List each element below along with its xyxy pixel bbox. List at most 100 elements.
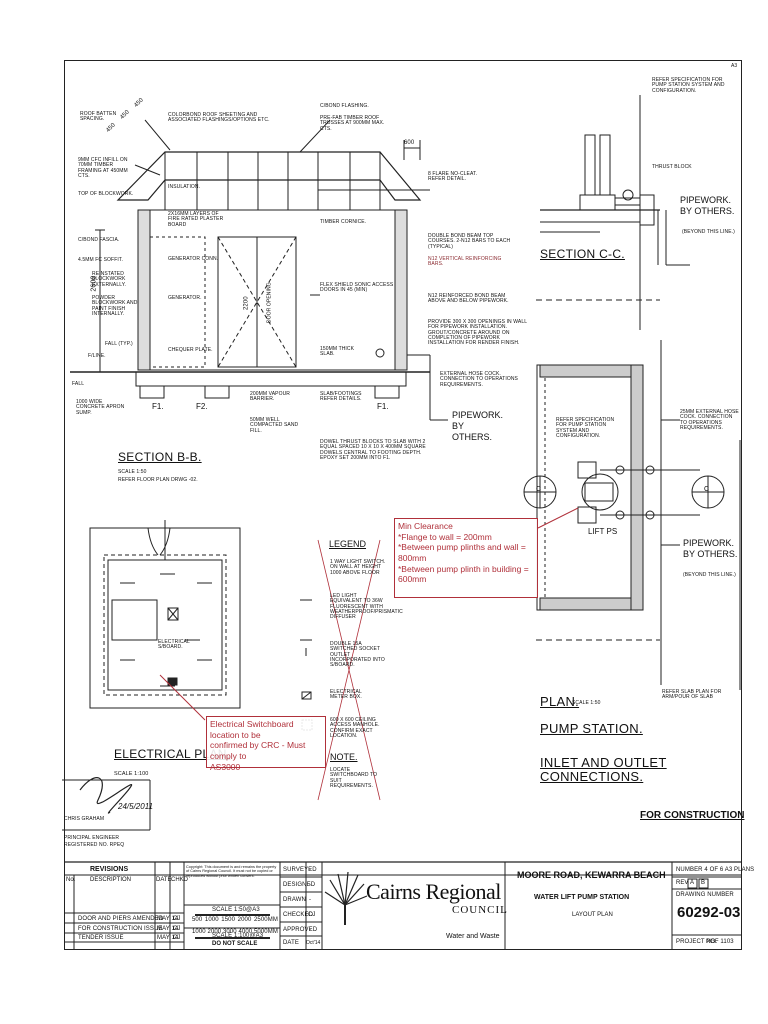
- approval-date: DATE: [283, 940, 299, 946]
- label-roof-sheeting: COLORBOND ROOF SHEETING AND ASSOCIATED F…: [168, 112, 270, 124]
- dowel-note: DOWEL THRUST BLOCKS TO SLAB WITH 2 EQUAL…: [320, 439, 426, 461]
- rev-2-date: MAY 14: [157, 926, 179, 932]
- electrical-plan-title: ELECTRICAL PLAN.: [114, 747, 231, 761]
- scale-ticks-bottom: 1000 2000 3000 4000 5000mm: [192, 929, 278, 937]
- project-sub: WATER LIFT PUMP STATION: [534, 894, 630, 901]
- legend-item-switch: 1 WAY LIGHT SWITCH. ON WALL AT HEIGHT 10…: [330, 559, 386, 576]
- scale-tick: 5000mm: [254, 929, 278, 935]
- label-generator-conn: GENERATOR CONN.: [168, 256, 219, 262]
- section-marker-right: C: [704, 486, 710, 493]
- legend-item-meter: ELECTRICAL METER BOX.: [330, 689, 362, 701]
- label-top-blockwork: TOP OF BLOCKWORK.: [78, 191, 134, 197]
- approval-drawn: DRAWN: [283, 897, 306, 903]
- approval-value-surveyed: -: [309, 867, 311, 873]
- dim-600: 600: [404, 140, 415, 146]
- label-insulation: INSULATION.: [168, 184, 201, 190]
- plan-subtitle-1: PUMP STATION.: [540, 721, 643, 736]
- footing-f1-right: F1.: [377, 402, 389, 411]
- label-powder: POWDER BLOCKWORK AND PAINT FINISH INTERN…: [92, 295, 138, 317]
- switchboard-line-2: confirmed by CRC - Must comply to: [210, 740, 306, 761]
- council-sub: COUNCIL: [452, 904, 508, 916]
- approval-value-drawn: -: [309, 897, 311, 903]
- legend-item-socket: DOUBLE 15A SWITCHED SOCKET OUTLET INCORP…: [330, 641, 385, 668]
- label-slab-footings: SLAB/FOOTINGS REFER DETAILS.: [320, 391, 362, 403]
- clearance-line-1: Min Clearance: [398, 521, 453, 531]
- label-reinforced-beam: N12 REINFORCED BOND BEAM ABOVE AND BELOW…: [428, 293, 509, 305]
- label-fall-typ: FALL (TYP.): [105, 341, 133, 347]
- scale-ticks-top: 500 1000 1500 2000 2500mm: [192, 917, 278, 925]
- section-marker-left: C: [536, 486, 542, 493]
- signature-reg: REGISTERED NO. RPEQ: [64, 842, 125, 848]
- rev-1-chkd: CJ: [173, 916, 181, 922]
- scale-tick: 2000: [207, 929, 222, 935]
- scale-original: SCALE 1:50@A3: [212, 907, 260, 913]
- legend-item-light: LED LIGHT EQUIVALENT TO 36w FLUORESCENT …: [330, 593, 403, 620]
- label-fline: F/LINE.: [88, 353, 106, 359]
- dim-2200: 2200: [243, 296, 250, 311]
- approval-value-designed: -: [309, 882, 311, 888]
- legend-item-manhole: 600 X 600 CEILING ACCESS MANHOLE. CONFIR…: [330, 717, 380, 739]
- label-chequer: CHEQUER PLATE.: [168, 347, 213, 353]
- rev-header-date: DATE: [156, 877, 172, 883]
- rev-letter-a: A: [690, 880, 695, 886]
- label-soffit: 4.5mm FC SOFFIT.: [78, 257, 123, 263]
- label-bond-beam: DOUBLE BOND BEAM TOP COURSES. 2-N12 BARS…: [428, 233, 511, 250]
- scale-tick: 1000: [192, 929, 206, 935]
- label-flashing: C/BOND FLASHING.: [320, 103, 369, 109]
- project-no: PGF 1103: [706, 939, 734, 945]
- scale-tick: 2500mm: [254, 917, 278, 923]
- label-hose-cock: EXTERNAL HOSE COCK. CONNECTION TO OPERAT…: [440, 371, 518, 388]
- note-text: LOCATE SWITCHBOARD TO SUIT REQUIREMENTS.: [330, 767, 378, 789]
- rev-label: REV: [676, 880, 689, 886]
- clearance-line-4: *Between pump plinth in building = 600mm: [398, 563, 529, 585]
- scale-tick: 1500: [221, 917, 236, 923]
- rev-letter-b: B: [701, 880, 706, 886]
- label-cfc-infill: 9mm CFC INFILL ON 70mm TIMBER FRAMING AT…: [78, 157, 128, 179]
- label-fascia: C/BOND FASCIA.: [78, 237, 120, 243]
- footing-f1-left: F1.: [152, 402, 164, 411]
- drawing-number-label: DRAWING NUMBER: [676, 892, 734, 898]
- rev-1-date: MAY 14: [157, 916, 179, 922]
- do-not-scale: DO NOT SCALE: [212, 941, 258, 947]
- project-no-label: PROJECT No.: [676, 939, 718, 945]
- label-openings: PROVIDE 300 X 300 OPENINGS IN WALL FOR P…: [428, 319, 527, 346]
- plan-beyond: (BEYOND THIS LINE.): [683, 572, 736, 578]
- section-bb-scale: SCALE 1:50: [118, 469, 147, 475]
- clearance-callout: Min Clearance *Flange to wall = 200mm *B…: [394, 518, 538, 598]
- rev-3-desc: TENDER ISSUE: [78, 935, 124, 941]
- label-sand-fill: 50mm WELL COMPACTED SAND FILL.: [250, 417, 299, 434]
- section-cc-beyond: (BEYOND THIS LINE.): [682, 229, 735, 235]
- section-bb-title: SECTION B-B.: [118, 450, 202, 464]
- clearance-line-3: *Between pump plinths and wall = 800mm: [398, 542, 526, 563]
- switchboard-line-1: Electrical Switchboard location to be: [210, 719, 294, 740]
- section-bb-pipework: PIPEWORK. BY OTHERS.: [452, 410, 504, 442]
- rev-3-date: MAY 14: [157, 935, 179, 941]
- scale-tick: 2000: [237, 917, 252, 923]
- council-dept: Water and Waste: [446, 933, 500, 940]
- label-apron: 1000 WIDE CONCRETE APRON SUMP.: [76, 399, 125, 416]
- approval-value-checked: CJ: [308, 912, 316, 918]
- sheet-number: A3: [731, 63, 738, 69]
- section-cc-note-spec: REFER SPECIFICATION FOR PUMP STATION SYS…: [652, 77, 725, 94]
- scale-tick: 1000: [204, 917, 219, 923]
- approval-surveyed: SURVEYED: [283, 867, 317, 873]
- label-flare: 8 FLARE NO-CLEAT. REFER DETAIL.: [428, 171, 478, 183]
- drawing-number: 60292-03: [677, 904, 741, 921]
- section-cc-note-thrust: THRUST BLOCK: [652, 164, 692, 170]
- scale-tick: 4000: [238, 929, 253, 935]
- lift-ps-label: LIFT PS: [588, 527, 618, 536]
- rev-header-chkd: CHKD: [171, 877, 189, 883]
- plan-note-slab: REFER SLAB PLAN FOR ARM/POUR OF SLAB: [662, 689, 722, 701]
- scale-tick: 500: [192, 917, 203, 923]
- signature-role: PRINCIPAL ENGINEER: [64, 835, 120, 841]
- label-fall: FALL: [72, 381, 85, 387]
- label-plasterboard: 2X16mm LAYERS OF FIRE RATED PLASTER BOAR…: [168, 211, 224, 228]
- label-access-doors: FLEX SHIELD SONIC ACCESS DOORS IN 45 (MI…: [320, 282, 394, 294]
- electrical-switchboard-label: ELECTRICAL S/BOARD.: [158, 639, 190, 651]
- section-cc-pipework: PIPEWORK. BY OTHERS.: [680, 195, 735, 216]
- scale-tick: 3000: [223, 929, 237, 935]
- plan-pipework: PIPEWORK. BY OTHERS.: [683, 538, 738, 559]
- label-vertical-bars: N12 VERTICAL REINFORCING BARS.: [428, 256, 502, 268]
- footing-f2: F2.: [196, 402, 208, 411]
